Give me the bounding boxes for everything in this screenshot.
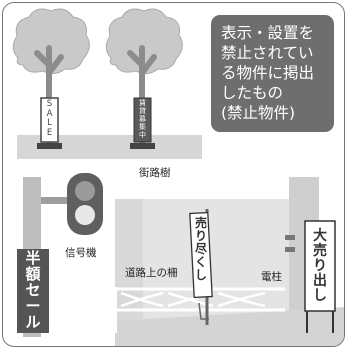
- sign-char: 集: [139, 123, 146, 131]
- road-fence-label: 道路上の柵: [125, 267, 178, 279]
- standing-sign: [304, 220, 336, 333]
- street-trees-label: 街路樹: [139, 167, 171, 179]
- prohibited-objects-callout: 表示・設置を 禁止されてい る物件に掲出 したもの (禁止物件): [211, 15, 334, 132]
- sign-char: L: [47, 118, 52, 128]
- sign-char: 額: [25, 265, 41, 283]
- sign-char: S: [46, 99, 53, 109]
- road-surface: [115, 307, 344, 346]
- sign-char: 中: [139, 131, 146, 139]
- sign-char: 尽: [194, 242, 207, 256]
- banner-flag: [189, 209, 213, 325]
- callout-line-3: る物件に掲出: [221, 64, 315, 82]
- sign-char: く: [194, 255, 207, 269]
- sign-char: 売: [194, 216, 207, 230]
- sign-char: ル: [25, 313, 41, 331]
- traffic-signal-label: 信号機: [65, 247, 97, 259]
- sign-char: A: [46, 108, 53, 119]
- sign-char: ー: [25, 297, 41, 315]
- callout-line-5: (禁止物件): [221, 104, 296, 122]
- sign-char: 売: [313, 243, 327, 259]
- sale-sign-board: [40, 97, 59, 143]
- sign-char: 募: [139, 115, 146, 123]
- illustration-frame: 表示・設置を 禁止されてい る物件に掲出 したもの (禁止物件) 街路樹 信号機…: [2, 2, 345, 347]
- sign-char: セ: [25, 281, 41, 299]
- rental-sign-text: 賃貸募集中: [134, 100, 151, 140]
- sign-char: し: [313, 288, 327, 304]
- sign-char: り: [313, 258, 327, 274]
- scene-drawing: [12, 8, 344, 346]
- callout-line-2: 禁止されてい: [221, 44, 314, 62]
- rental-sign-board: [133, 97, 152, 143]
- half-price-sign-board: [17, 249, 49, 333]
- callout-line-1: 表示・設置を: [221, 24, 315, 42]
- sign-char: 貸: [139, 107, 146, 115]
- sign-char: り: [194, 229, 207, 243]
- half-price-sign-text: 半額セール: [17, 251, 49, 331]
- street-tree-2: [105, 8, 183, 149]
- sign-char: 賃: [139, 99, 146, 107]
- big-sale-sign-text: 大売り出し: [305, 229, 335, 304]
- sold-out-sign-text: 売り尽くし: [192, 217, 210, 282]
- sign-char: 半: [25, 249, 41, 267]
- utility-pole-label: 電柱: [261, 271, 282, 283]
- sign-char: 大: [313, 228, 327, 244]
- sign-char: E: [46, 127, 53, 138]
- callout-line-4: したもの: [221, 84, 284, 102]
- sign-char: し: [194, 268, 207, 282]
- sign-char: 出: [313, 273, 327, 289]
